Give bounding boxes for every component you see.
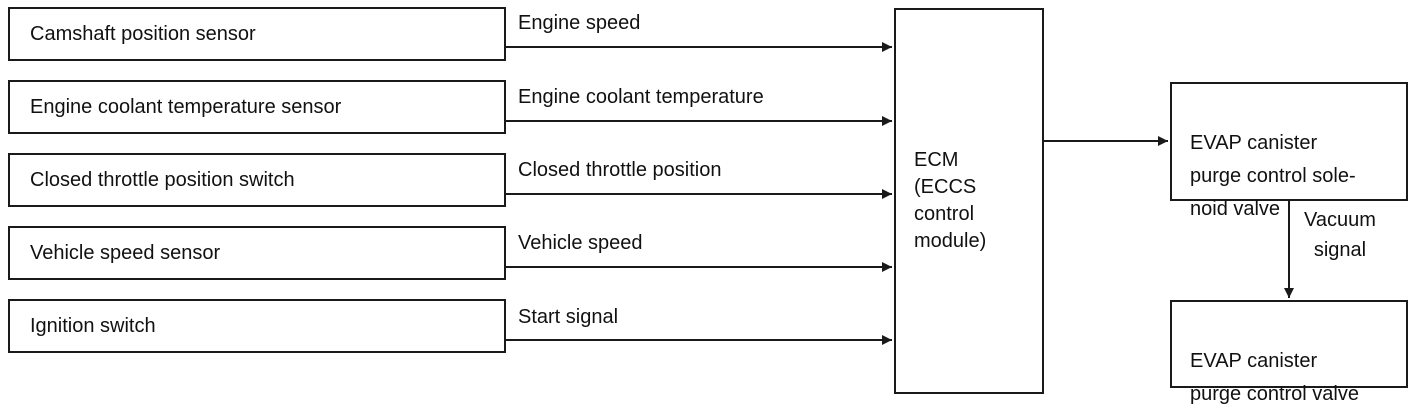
engine-coolant-temperature-signal-label: Engine coolant temperature bbox=[518, 86, 764, 108]
closed-throttle-position-signal-label: Closed throttle position bbox=[518, 159, 722, 181]
connector-lines bbox=[506, 42, 1294, 345]
vehicle-speed-sensor-label: Vehicle speed sensor bbox=[30, 241, 221, 264]
vacuum-signal-label: Vacuum signal bbox=[1304, 209, 1376, 261]
start-signal-label: Start signal bbox=[518, 306, 619, 328]
ecm-label: ECM (ECCS control module) bbox=[914, 149, 987, 252]
engine-speed-signal-label: Engine speed bbox=[518, 12, 641, 34]
ecm-box: ECM (ECCS control module) bbox=[894, 8, 1044, 394]
ignition-switch-box: Ignition switch bbox=[8, 299, 506, 353]
vehicle-speed-sensor-box: Vehicle speed sensor bbox=[8, 226, 506, 280]
evap-purge-control-valve-label: EVAP canister purge control valve bbox=[1190, 350, 1359, 405]
evap-purge-control-valve-box: EVAP canister purge control valve bbox=[1170, 300, 1408, 405]
camshaft-position-sensor-label: Camshaft position sensor bbox=[30, 22, 256, 45]
closed-throttle-position-switch-box: Closed throttle position switch bbox=[8, 153, 506, 207]
ignition-switch-label: Ignition switch bbox=[30, 314, 156, 337]
evap-purge-solenoid-valve-box: EVAP canister purge control sole- noid v… bbox=[1170, 82, 1408, 220]
camshaft-position-sensor-box: Camshaft position sensor bbox=[8, 7, 506, 61]
engine-coolant-temperature-sensor-label: Engine coolant temperature sensor bbox=[30, 95, 342, 118]
evap-purge-solenoid-valve-label: EVAP canister purge control sole- noid v… bbox=[1190, 132, 1356, 220]
engine-coolant-temperature-sensor-box: Engine coolant temperature sensor bbox=[8, 80, 506, 134]
vehicle-speed-signal-label: Vehicle speed bbox=[518, 232, 643, 254]
closed-throttle-position-switch-label: Closed throttle position switch bbox=[30, 168, 295, 191]
